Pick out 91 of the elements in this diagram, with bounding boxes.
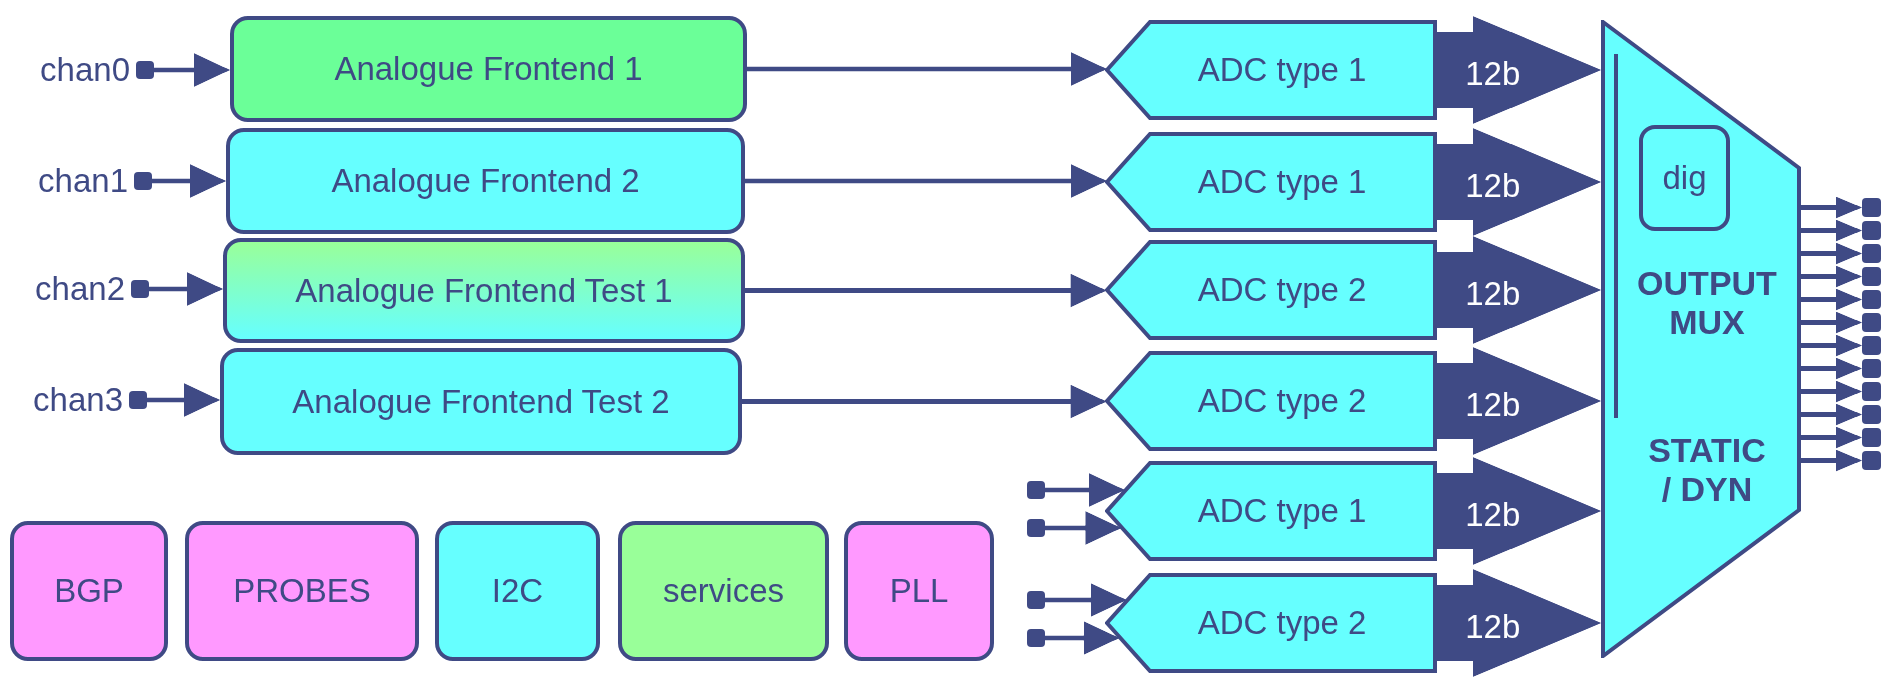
arrow (1801, 311, 1862, 334)
arrow (1801, 265, 1862, 288)
arrow (1801, 403, 1862, 426)
output-mux-block (1601, 20, 1801, 658)
bus-width-label: 12b (1465, 55, 1521, 93)
output-pin (1862, 244, 1881, 263)
block-label: services (663, 572, 784, 610)
service-block (435, 521, 600, 661)
pin-label: chan1 (38, 162, 128, 200)
block-label: dig (1662, 159, 1707, 197)
pin-label: chan0 (40, 51, 130, 89)
block-label: Analogue Frontend 1 (334, 50, 643, 88)
adc-label: ADC type 1 (1197, 51, 1367, 89)
block-label: PROBES (233, 572, 371, 610)
service-block (844, 521, 994, 661)
adc-label: ADC type 2 (1197, 604, 1367, 642)
service-block (185, 521, 419, 661)
input-pin (134, 172, 152, 190)
bus-width-label: 12b (1465, 386, 1521, 424)
input-pin (1027, 481, 1045, 499)
arrow (149, 272, 223, 306)
pin-label: chan3 (33, 381, 123, 419)
output-pin (1862, 451, 1881, 470)
arrow (1801, 196, 1862, 219)
arrow (154, 53, 230, 87)
output-pin (1862, 382, 1881, 401)
adc-label: ADC type 1 (1197, 163, 1367, 201)
arrow (747, 52, 1107, 86)
input-pin (1027, 519, 1045, 537)
arrow (1801, 242, 1862, 265)
frontend-block (220, 348, 742, 455)
bus-width-label: 12b (1465, 608, 1521, 646)
arrow (1045, 511, 1122, 545)
adc-block (1105, 240, 1437, 340)
adc-block (1105, 461, 1437, 561)
input-pin (1027, 629, 1045, 647)
output-pin (1862, 267, 1881, 286)
arrow (1801, 426, 1862, 449)
output-pin (1862, 359, 1881, 378)
frontend-block (226, 128, 745, 234)
pin-label: chan2 (35, 270, 125, 308)
output-pin (1862, 428, 1881, 447)
bus-width-label: 12b (1465, 167, 1521, 205)
frontend-block (230, 16, 747, 122)
output-pin (1862, 336, 1881, 355)
frontend-block (223, 238, 745, 343)
input-pin (136, 61, 154, 79)
output-pin (1862, 313, 1881, 332)
output-pin (1862, 290, 1881, 309)
adc-block (1105, 20, 1437, 120)
adc-block (1105, 132, 1437, 232)
mux-label: OUTPUT MUX (1636, 263, 1778, 343)
bus-arrow (1437, 16, 1601, 124)
adc-label: ADC type 2 (1197, 382, 1367, 420)
arrow (1045, 621, 1120, 655)
bus-arrow (1437, 569, 1601, 677)
adc-block (1105, 573, 1437, 673)
bus-width-label: 12b (1465, 275, 1521, 313)
arrow (1801, 288, 1862, 311)
arrow (1045, 473, 1125, 507)
service-block (10, 521, 168, 661)
input-pin (131, 280, 149, 298)
arrow (745, 273, 1107, 308)
service-block (618, 521, 829, 661)
arrow (1801, 449, 1862, 472)
block-label: PLL (889, 572, 949, 610)
block-label: Analogue Frontend Test 2 (292, 382, 670, 421)
arrow (1801, 219, 1862, 242)
block-label: Analogue Frontend 2 (331, 162, 640, 200)
input-pin (129, 391, 147, 409)
input-pin (1027, 591, 1045, 609)
output-pin (1862, 198, 1881, 217)
arrow (152, 164, 226, 198)
arrow (1801, 334, 1862, 357)
block-label: Analogue Frontend Test 1 (295, 271, 673, 310)
arrow (1801, 357, 1862, 380)
arrow (1045, 583, 1127, 617)
adc-label: ADC type 2 (1197, 271, 1367, 309)
adc-label: ADC type 1 (1197, 492, 1367, 530)
arrow (147, 383, 220, 417)
adc-block (1105, 351, 1437, 451)
arrow (745, 164, 1107, 198)
bus-width-label: 12b (1465, 496, 1521, 534)
output-pin (1862, 405, 1881, 424)
mux-label: STATIC / DYN (1647, 430, 1767, 510)
dig-block (1639, 125, 1730, 231)
arrow (742, 384, 1107, 419)
output-pin (1862, 221, 1881, 240)
arrow (1801, 380, 1862, 403)
block-label: I2C (491, 572, 544, 610)
block-label: BGP (54, 572, 124, 610)
